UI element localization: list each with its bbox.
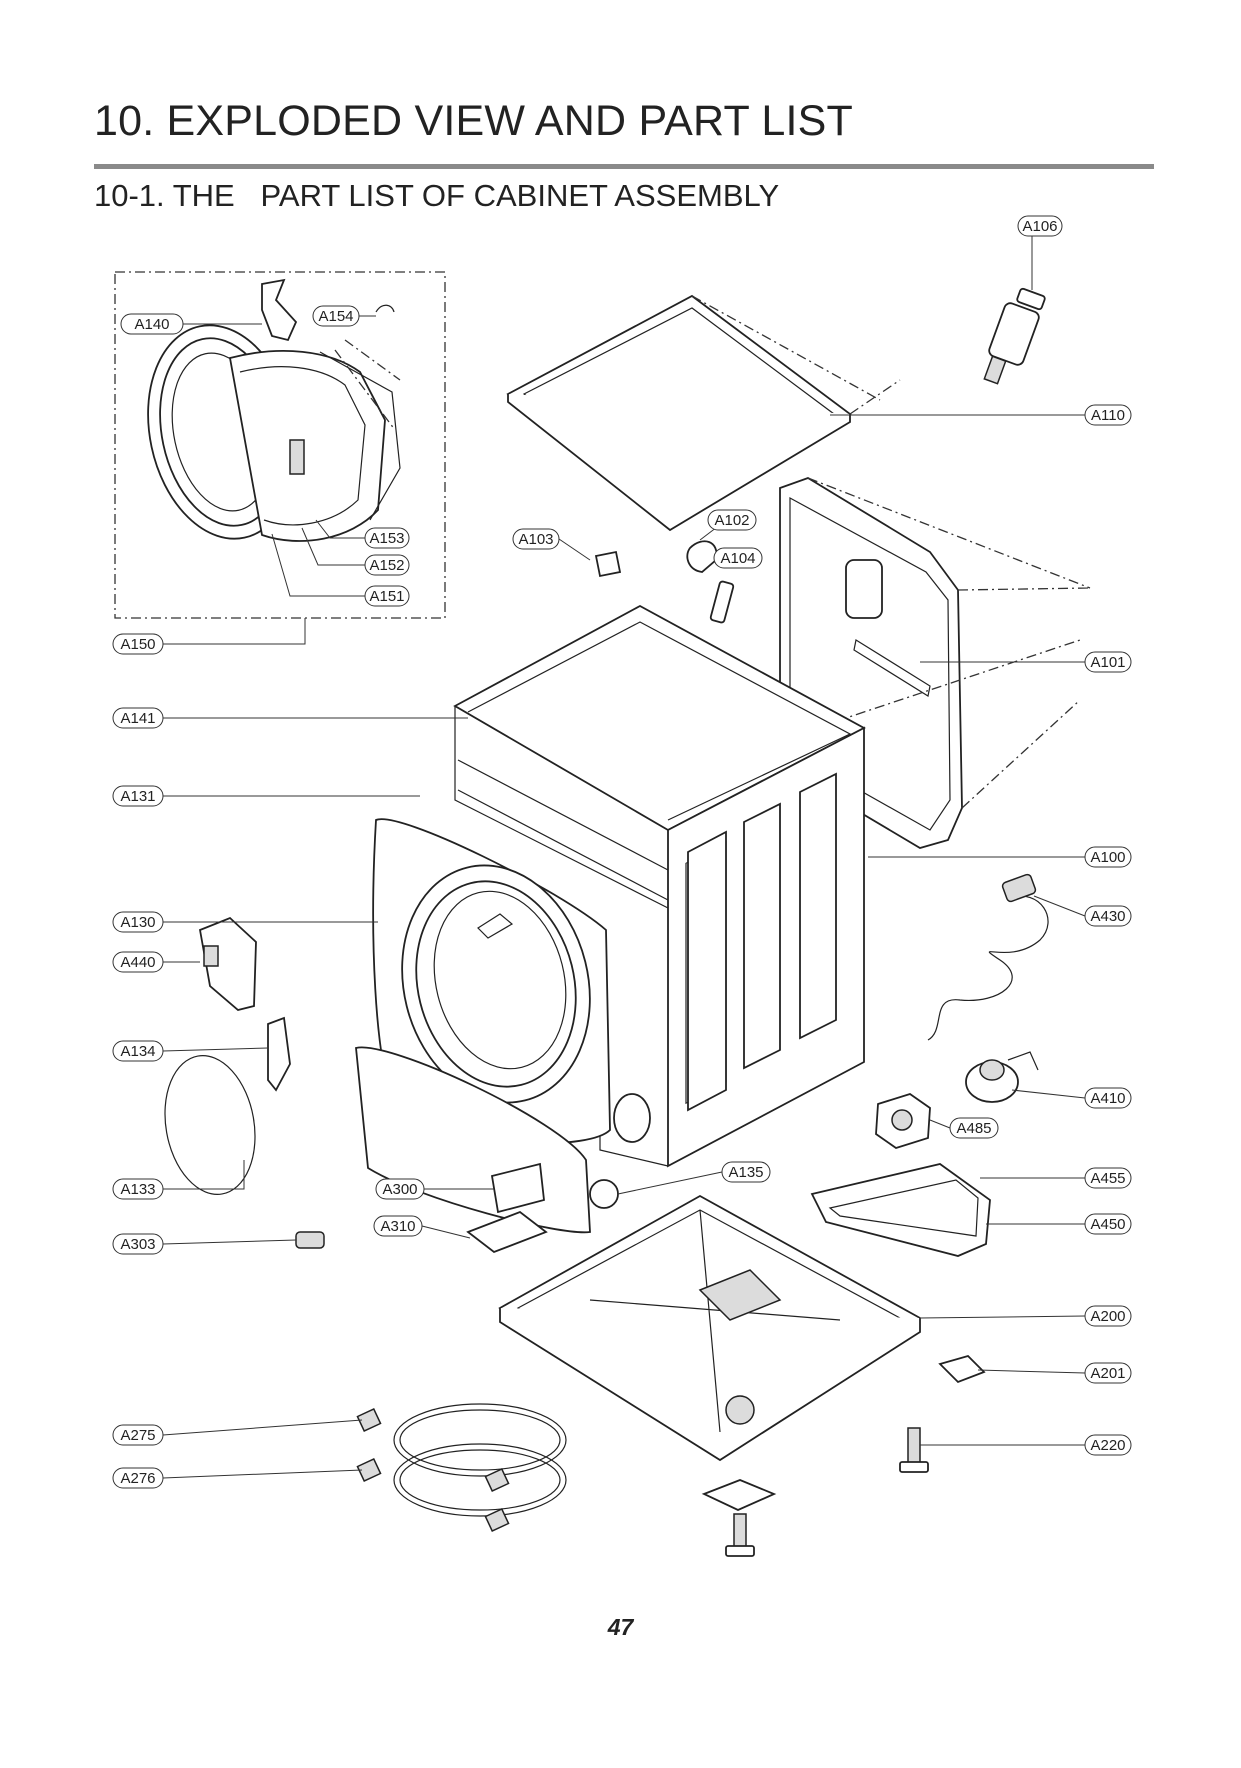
callout-A310: A310 (373, 1215, 423, 1237)
page-title: 10. EXPLODED VIEW AND PART LIST (94, 97, 853, 145)
callout-label: A140 (134, 316, 169, 333)
callout-label: A151 (369, 588, 404, 605)
callout-label: A103 (518, 531, 553, 548)
callout-label: A201 (1090, 1365, 1125, 1382)
detergent-drawer (466, 1162, 548, 1254)
callout-A485: A485 (949, 1117, 999, 1139)
callout-label: A455 (1090, 1170, 1125, 1187)
callout-label: A135 (728, 1164, 763, 1181)
callout-A300: A300 (375, 1178, 425, 1200)
callout-A450: A450 (1084, 1213, 1132, 1235)
callout-A150: A150 (112, 633, 164, 655)
callout-label: A152 (369, 557, 404, 574)
drain-pump (965, 1051, 1039, 1103)
callout-A275: A275 (112, 1424, 164, 1446)
callout-label: A102 (714, 512, 749, 529)
callout-label: A106 (1022, 218, 1057, 235)
noise-filter (875, 1093, 931, 1149)
spring-part (295, 1231, 325, 1249)
callout-label: A153 (369, 530, 404, 547)
callout-label: A154 (318, 308, 353, 325)
callout-A200: A200 (1084, 1305, 1132, 1327)
bellows-part (589, 1179, 619, 1209)
leader-lines (162, 315, 1086, 1479)
door-assembly-boundary (114, 271, 446, 619)
callout-A134: A134 (112, 1040, 164, 1062)
cabinet (453, 604, 866, 1168)
callout-label: A410 (1090, 1090, 1125, 1107)
callout-A152: A152 (364, 554, 410, 576)
callout-label: A200 (1090, 1308, 1125, 1325)
callout-A154: A154 (312, 305, 360, 327)
callout-A110: A110 (1084, 404, 1132, 426)
valve-stem-part (709, 580, 735, 624)
callout-label: A130 (120, 914, 155, 931)
callout-label: A141 (120, 710, 155, 727)
pcb-assembly (810, 1163, 991, 1257)
front-panel (372, 818, 611, 1145)
callout-label: A150 (120, 636, 155, 653)
base-frame (498, 1194, 922, 1462)
callout-label: A300 (382, 1181, 417, 1198)
callout-label: A275 (120, 1427, 155, 1444)
callout-A276: A276 (112, 1467, 164, 1489)
callout-label: A101 (1090, 654, 1125, 671)
callout-A135: A135 (721, 1161, 771, 1183)
title-divider (94, 164, 1154, 169)
callout-A303: A303 (112, 1233, 164, 1255)
callout-label: A440 (120, 954, 155, 971)
callout-label: A131 (120, 788, 155, 805)
bottom-foot (701, 1479, 777, 1557)
shock-absorber (983, 230, 1046, 385)
callout-A130: A130 (112, 911, 164, 933)
adjustable-foot (899, 1427, 929, 1473)
callout-A102: A102 (707, 509, 757, 531)
door-hinge-part (261, 278, 298, 342)
callout-A104: A104 (713, 547, 763, 569)
knob-part (267, 1016, 291, 1092)
callout-label: A100 (1090, 849, 1125, 866)
power-cord (927, 873, 1049, 1041)
callout-label: A110 (1091, 407, 1125, 424)
callout-A103: A103 (512, 528, 560, 550)
clip-part (594, 550, 622, 578)
callout-A106: A106 (1017, 215, 1063, 237)
hook-part (375, 304, 395, 313)
callout-A100: A100 (1084, 846, 1132, 868)
exploded-view-diagram: A106 A140 A154 A110 A153 A152 A151 A103 … (112, 215, 1132, 1557)
callout-A131: A131 (112, 785, 164, 807)
inlet-hoses (356, 1403, 567, 1533)
callout-label: A310 (380, 1218, 415, 1235)
callout-A151: A151 (364, 585, 410, 607)
callout-A153: A153 (364, 527, 410, 549)
section-title: 10-1. THE PART LIST OF CABINET ASSEMBLY (94, 178, 780, 213)
callout-A140: A140 (120, 313, 184, 335)
callout-label: A276 (120, 1470, 155, 1487)
door-lock (198, 916, 257, 1011)
door-assembly (147, 324, 401, 542)
callout-A101: A101 (1084, 651, 1132, 673)
callout-A201: A201 (1084, 1362, 1132, 1384)
callout-A220: A220 (1084, 1434, 1132, 1456)
callout-A141: A141 (112, 707, 164, 729)
callout-label: A220 (1090, 1437, 1125, 1454)
callout-A410: A410 (1084, 1087, 1132, 1109)
callout-A430: A430 (1084, 905, 1132, 927)
callout-A133: A133 (112, 1178, 164, 1200)
callout-label: A104 (720, 550, 755, 567)
callout-label: A133 (120, 1181, 155, 1198)
wire-ring-part (164, 1055, 256, 1195)
callout-label: A430 (1090, 908, 1125, 925)
foot-plate-part (938, 1354, 986, 1384)
page-number: 47 (607, 1614, 634, 1640)
callout-label: A134 (120, 1043, 155, 1060)
callout-A455: A455 (1084, 1167, 1132, 1189)
callout-A440: A440 (112, 951, 164, 973)
callout-label: A303 (120, 1236, 155, 1253)
callout-label: A485 (956, 1120, 991, 1137)
hose-clamp-part (686, 540, 718, 573)
callout-label: A450 (1090, 1216, 1125, 1233)
top-plate (506, 294, 852, 532)
